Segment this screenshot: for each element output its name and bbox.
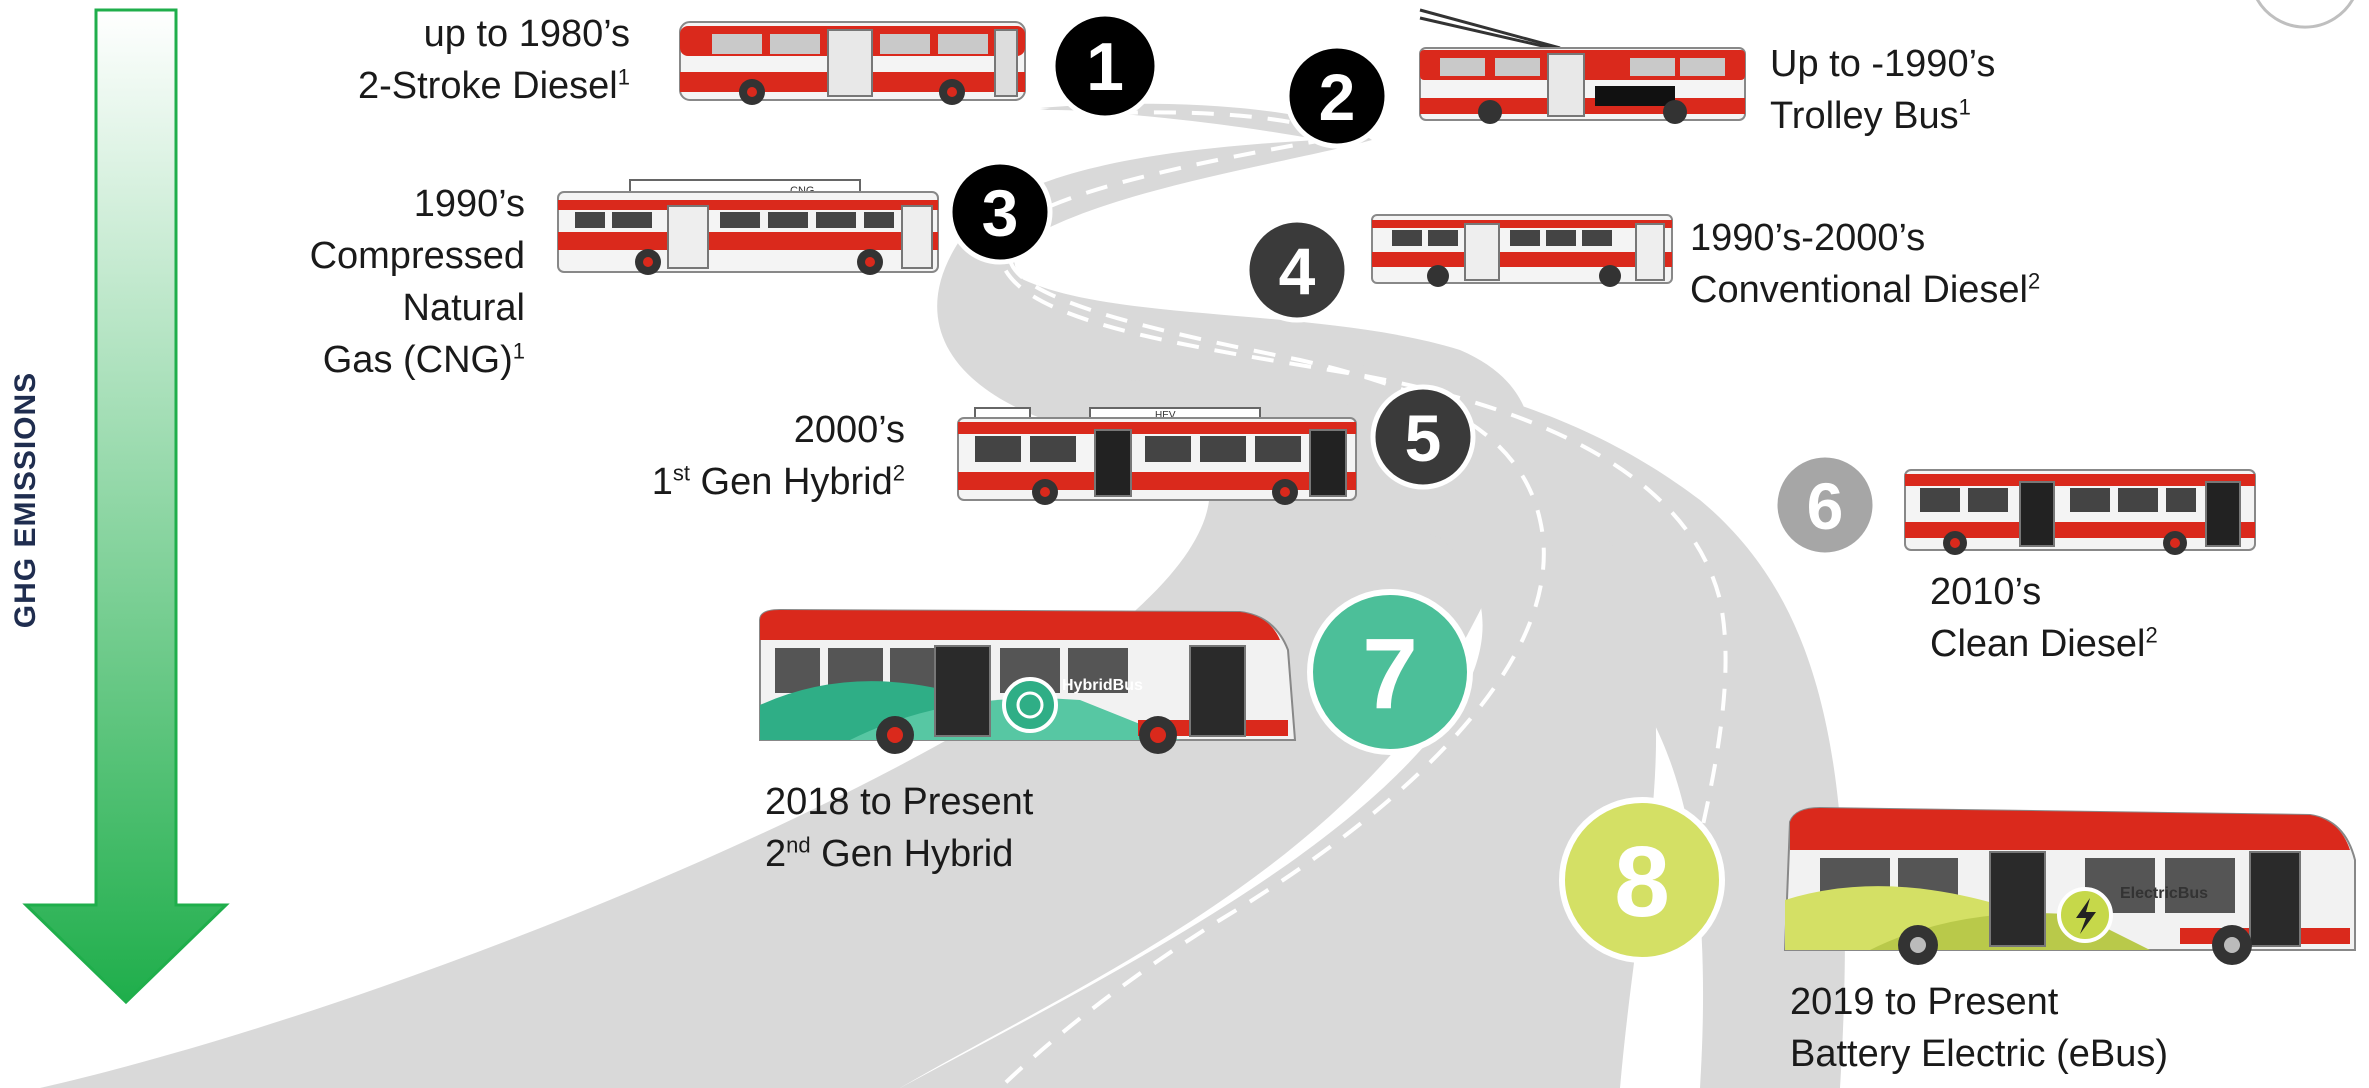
bus-2-trolley — [1419, 8, 1746, 124]
svg-text:7: 7 — [1362, 618, 1418, 730]
stage-4-label: 1990’s-2000’s Conventional Diesel2 — [1690, 217, 2041, 311]
bus-3-cng: CNG — [557, 179, 939, 275]
road-center-line — [997, 110, 1728, 1088]
stage-6-marker: 6 — [1772, 452, 1878, 558]
stage-1-marker: 1 — [1050, 11, 1160, 121]
bus-7-hybrid: HybridBus — [759, 608, 1297, 754]
road-center-line-2 — [998, 259, 1546, 1088]
stage-5-label: 2000’s 1st Gen Hybrid2 — [651, 409, 905, 503]
bus-1-diesel — [679, 21, 1026, 105]
stage-3-label: 1990’s Compressed Natural Gas (CNG)1 — [309, 183, 525, 381]
stage-6-label: 2010’s Clean Diesel2 — [1930, 571, 2158, 665]
stage-3-marker: 3 — [947, 159, 1053, 265]
stage-8-label: 2019 to Present Battery Electric (eBus) — [1790, 981, 2168, 1075]
svg-text:4: 4 — [1279, 234, 1316, 308]
svg-text:5: 5 — [1405, 401, 1442, 475]
hybrid-bus-logo: HybridBus — [1062, 677, 1143, 694]
stage-4-marker: 4 — [1244, 217, 1350, 323]
bus-5-hybrid: HEV — [957, 407, 1357, 505]
stage-2-label: Up to -1990’s Trolley Bus1 — [1770, 43, 1996, 137]
svg-text:1: 1 — [1086, 29, 1124, 105]
stage-1-label: up to 1980’s 2-Stroke Diesel1 — [357, 13, 630, 107]
stage-7-marker: 7 — [1307, 589, 1473, 755]
stage-8-marker: 8 — [1559, 797, 1725, 963]
stage-7-label: 2018 to Present 2nd Gen Hybrid — [765, 781, 1034, 875]
svg-text:2: 2 — [1319, 60, 1356, 134]
road-wide — [937, 103, 1845, 1088]
stage-5-marker: 5 — [1370, 384, 1476, 490]
electric-bus-logo: ElectricBus — [2120, 885, 2208, 902]
bus-8-electric: ElectricBus — [1783, 806, 2356, 965]
svg-text:3: 3 — [982, 176, 1019, 250]
stage-2-marker: 2 — [1284, 43, 1390, 149]
hev-roof-text: HEV — [1155, 410, 1176, 421]
svg-text:6: 6 — [1807, 469, 1844, 543]
emissions-arrow — [22, 8, 230, 1005]
bus-6-clean-diesel — [1904, 469, 2256, 555]
bus-4-conventional — [1371, 214, 1673, 287]
svg-text:8: 8 — [1614, 826, 1670, 938]
road-lower — [900, 380, 1657, 1088]
